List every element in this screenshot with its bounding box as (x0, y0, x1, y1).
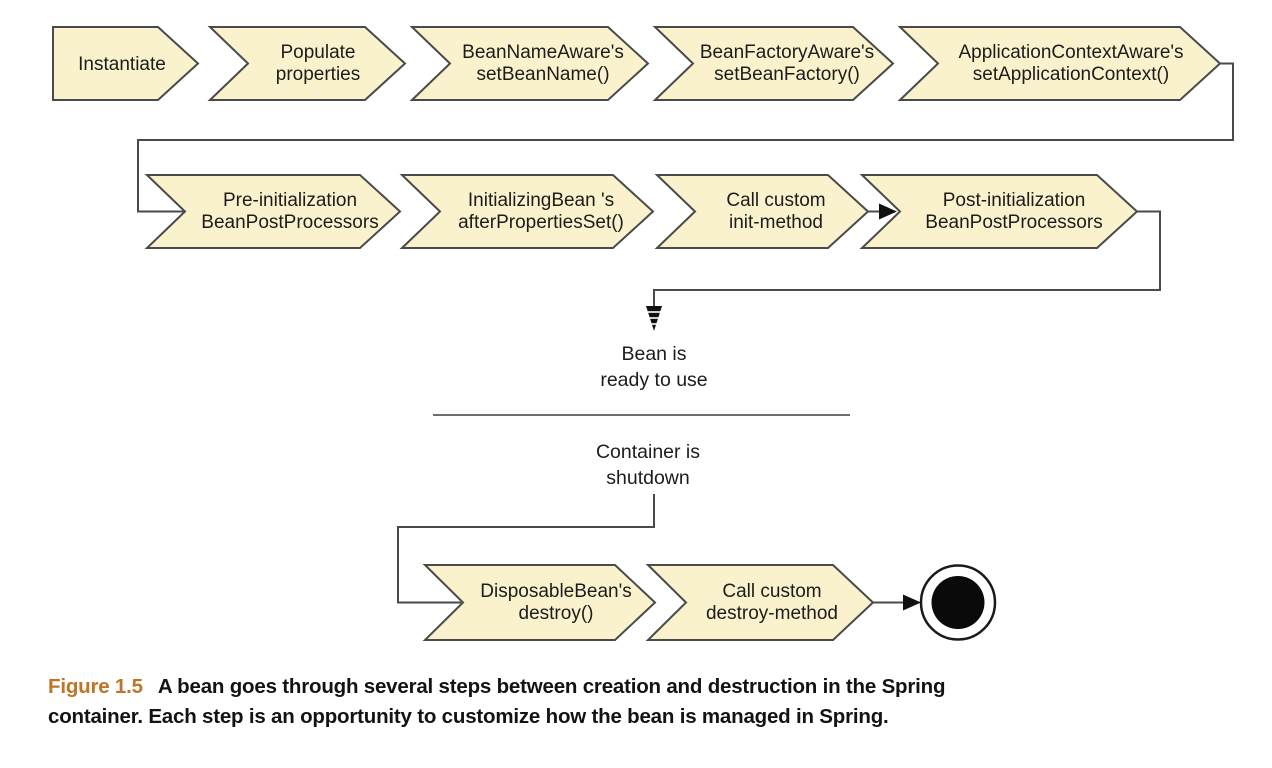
state-label-line2: ready to use (600, 369, 707, 391)
chevron-shape (409, 26, 650, 101)
chevron-shape (654, 174, 870, 249)
step-label-line1: InitializingBean 's (468, 190, 614, 211)
connector-row2-to-ready (653, 210, 1161, 306)
step-label-line2: afterPropertiesSet() (458, 212, 624, 233)
end-state-icon (919, 564, 997, 641)
step-pre-init-beanpostprocessors: Pre-initialization BeanPostProcessors (144, 174, 402, 249)
step-label-line1: Call custom (722, 581, 821, 602)
step-disposable-destroy: DisposableBean's destroy() (422, 564, 657, 641)
down-arrow-icon (646, 306, 662, 331)
caption-line2: container. Each step is an opportunity t… (48, 705, 889, 728)
arrow-to-end-state-icon (873, 594, 921, 611)
chevron-shape (144, 174, 402, 249)
step-label-line2: setBeanFactory() (714, 64, 860, 85)
state-label-line1: Container is (596, 441, 700, 463)
chevron-shape (52, 26, 200, 101)
chevron-shape (422, 564, 657, 641)
connector-row1-to-row2 (137, 62, 1234, 213)
step-label-line2: BeanPostProcessors (925, 212, 1102, 233)
step-label-line1: Post-initialization (943, 190, 1086, 211)
step-label-line2: init-method (729, 212, 823, 233)
step-set-application-context: ApplicationContextAware's setApplication… (897, 26, 1222, 101)
caption-text-line1: A bean goes through several steps betwee… (157, 675, 946, 698)
step-set-bean-factory: BeanFactoryAware's setBeanFactory() (652, 26, 895, 101)
bean-lifecycle-flowchart: Instantiate Populate properties BeanName… (52, 26, 1234, 641)
step-label-line1: DisposableBean's (480, 581, 632, 602)
chevron-shape (645, 564, 875, 641)
step-label: Instantiate (78, 54, 166, 75)
step-label-line1: Call custom (726, 190, 825, 211)
step-label-line1: BeanFactoryAware's (700, 42, 874, 63)
figure-caption: Figure 1.5 A bean goes through several st… (48, 672, 1128, 732)
step-label-line2: setBeanName() (476, 64, 609, 85)
step-label-line1: Pre-initialization (223, 190, 357, 211)
step-label-line1: ApplicationContextAware's (958, 42, 1183, 63)
step-label-line1: BeanNameAware's (462, 42, 624, 63)
state-bean-ready: Bean is ready to use (600, 343, 707, 391)
chevron-shape (859, 174, 1139, 249)
state-label-line2: shutdown (606, 467, 689, 489)
step-set-bean-name: BeanNameAware's setBeanName() (409, 26, 650, 101)
step-custom-init-method: Call custom init-method (654, 174, 870, 249)
step-label-line2: setApplicationContext() (973, 64, 1169, 85)
chevron-shape (652, 26, 895, 101)
step-label-line2: destroy() (519, 603, 594, 624)
state-label-line1: Bean is (621, 343, 686, 365)
step-populate-properties: Populate properties (207, 26, 407, 101)
step-label-line2: destroy-method (706, 603, 838, 624)
step-instantiate: Instantiate (52, 26, 200, 101)
chevron-shape (207, 26, 407, 101)
state-container-shutdown: Container is shutdown (596, 441, 700, 489)
connector-shutdown-to-row3 (397, 494, 655, 604)
step-label-line1: Populate (280, 42, 355, 63)
chevron-shape (897, 26, 1222, 101)
step-custom-destroy-method: Call custom destroy-method (645, 564, 875, 641)
figure-number-label: Figure 1.5 (48, 675, 143, 698)
step-post-init-beanpostprocessors: Post-initialization BeanPostProcessors (859, 174, 1139, 249)
step-after-properties-set: InitializingBean 's afterPropertiesSet() (399, 174, 655, 249)
arrow-init-to-postinit-icon (868, 203, 897, 220)
caption-line1: Figure 1.5 A bean goes through several st… (48, 672, 1128, 702)
step-label-line2: BeanPostProcessors (201, 212, 378, 233)
step-label-line2: properties (276, 64, 361, 85)
chevron-shape (399, 174, 655, 249)
